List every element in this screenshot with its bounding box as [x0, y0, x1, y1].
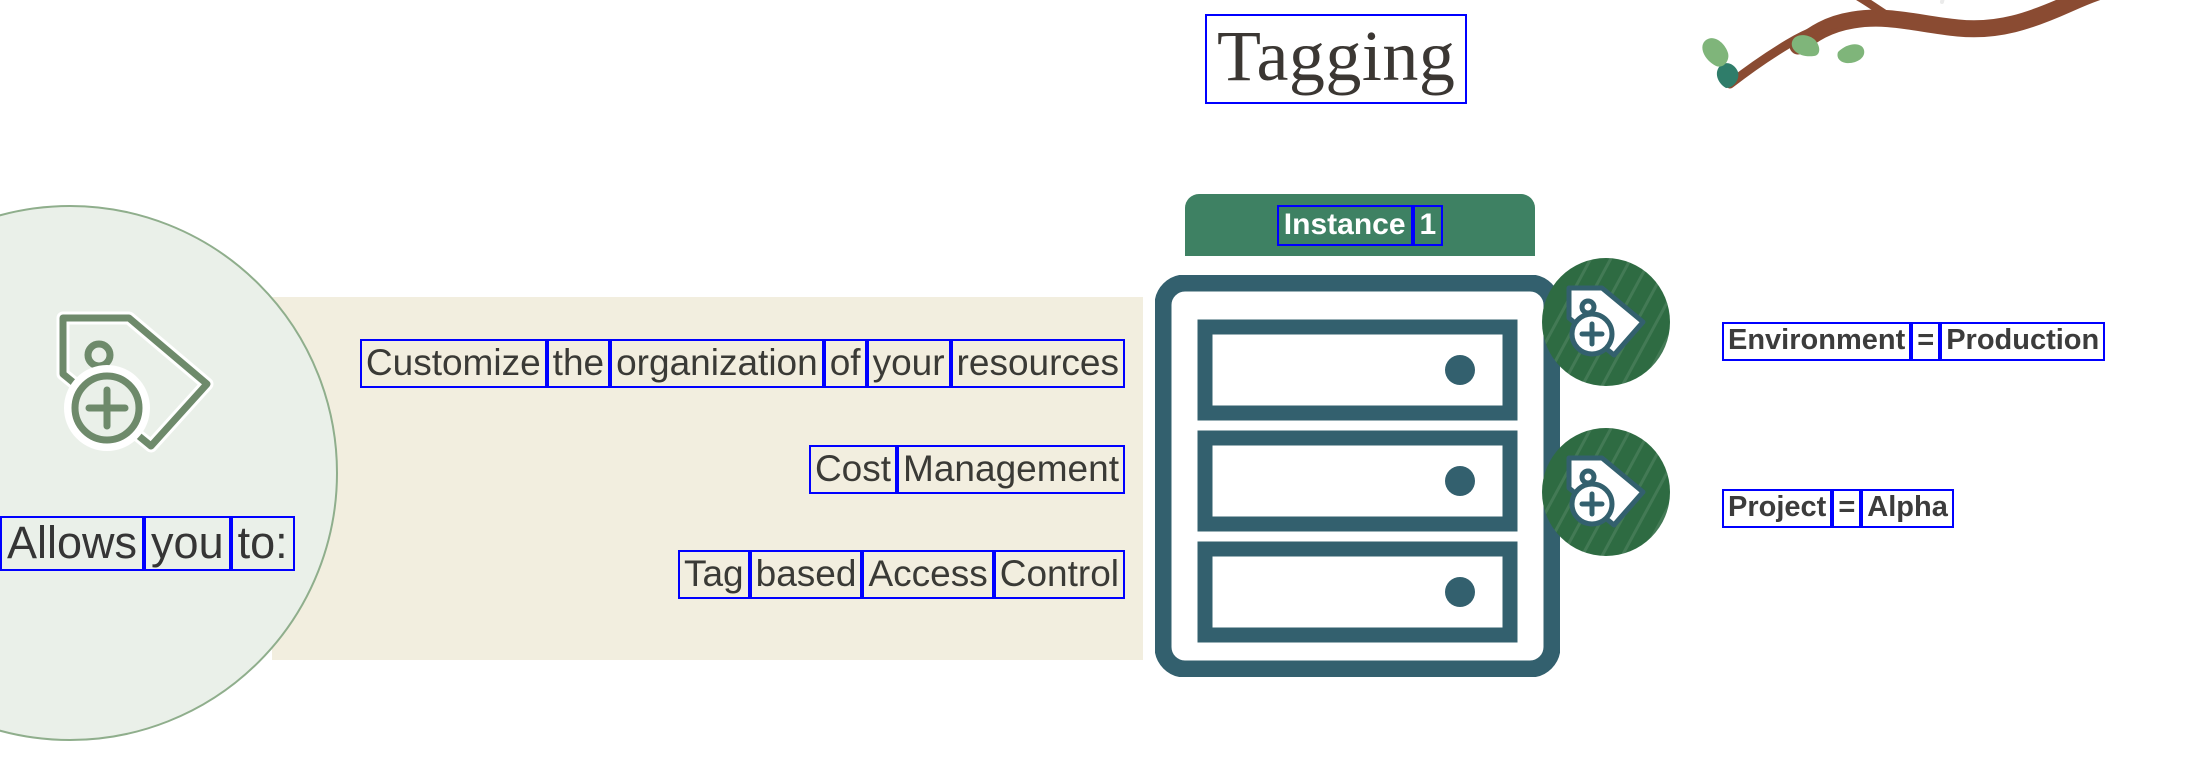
tag-value: Production — [1940, 322, 2106, 361]
benefit-word: Access — [862, 550, 994, 599]
benefit-word: resources — [950, 339, 1125, 388]
benefit-word: of — [823, 339, 867, 388]
tag-plus-icon — [1564, 453, 1648, 531]
instance-tab-number: 1 — [1412, 204, 1444, 246]
benefit-word: the — [546, 339, 611, 388]
page-title-text: Tagging — [1205, 14, 1468, 104]
tree-branch-icon — [1638, 0, 2198, 118]
tag-badge — [1542, 258, 1670, 386]
intro-word: you — [144, 516, 231, 571]
page-title: Tagging — [1205, 14, 1468, 104]
tag-operator: = — [1832, 489, 1862, 528]
tag-key: Environment — [1722, 322, 1912, 361]
benefit-item: Customize the organization of your resou… — [359, 339, 1125, 388]
tag-badge — [1542, 428, 1670, 556]
benefit-word: Customize — [359, 339, 547, 388]
benefit-word: Management — [897, 445, 1125, 494]
benefit-item: Cost Management — [808, 445, 1125, 494]
tag-key: Project — [1722, 489, 1833, 528]
benefit-word: Control — [993, 550, 1125, 599]
benefits-list: Customize the organization of your resou… — [272, 297, 1143, 660]
benefit-word: Tag — [677, 550, 750, 599]
benefit-word: organization — [610, 339, 824, 388]
benefit-word: based — [749, 550, 863, 599]
benefit-item: Tag based Access Control — [677, 550, 1125, 599]
tag-pair: Environment = Production — [1722, 322, 2106, 361]
benefits-band — [272, 297, 1143, 660]
instance-tab: Instance 1 — [1185, 194, 1535, 256]
benefit-word: Cost — [808, 445, 898, 494]
intro-word: Allows — [0, 516, 145, 571]
intro-label: Allows you to: — [0, 516, 295, 571]
instance-tab-word: Instance — [1276, 204, 1413, 246]
tag-plus-icon — [1564, 283, 1648, 361]
server-rack-icon — [1154, 274, 1561, 678]
tag-value: Alpha — [1861, 489, 1954, 528]
tag-operator: = — [1911, 322, 1941, 361]
tag-plus-icon — [55, 310, 220, 460]
intro-word: to: — [230, 516, 295, 571]
benefit-word: your — [866, 339, 951, 388]
tag-pair: Project = Alpha — [1722, 489, 1954, 528]
